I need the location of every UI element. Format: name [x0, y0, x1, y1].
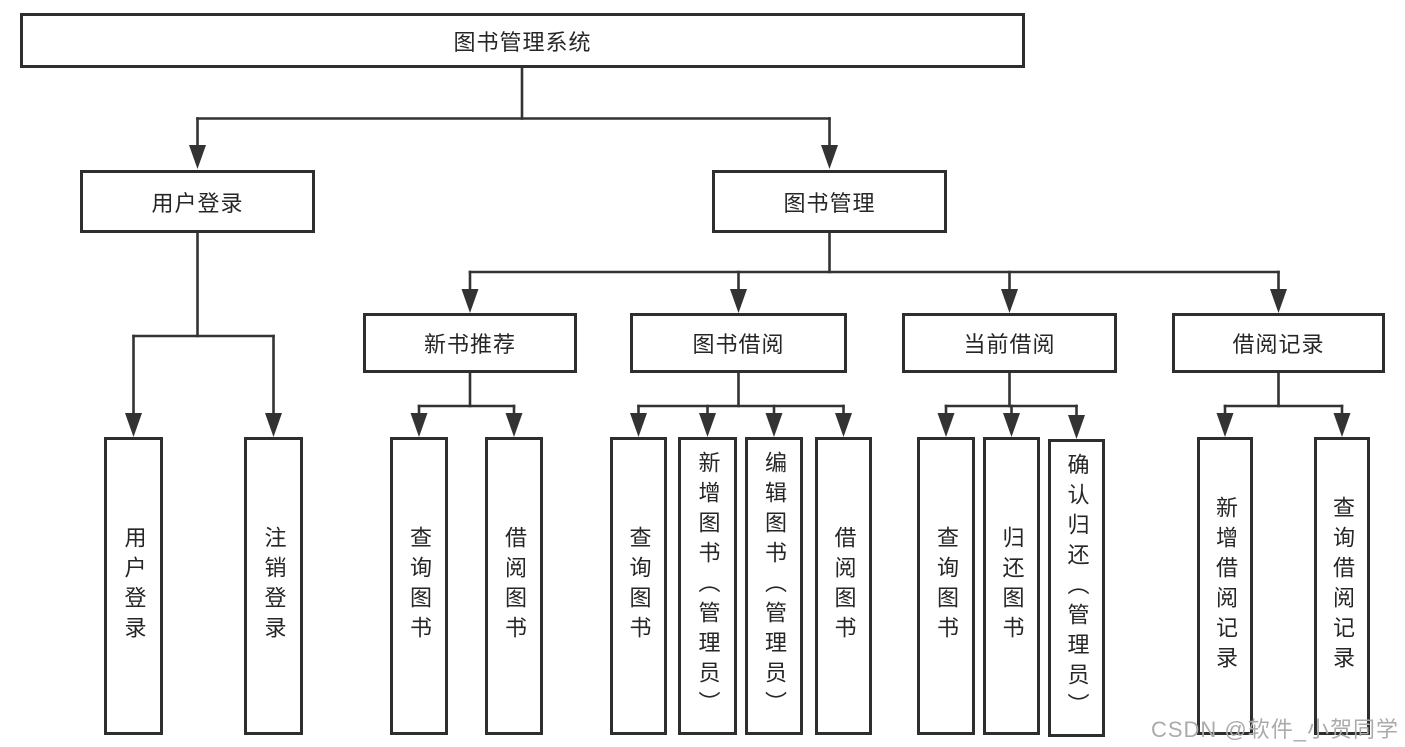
node-user-login: 用户登录: [80, 170, 315, 233]
leaf-label: 注销登录: [261, 526, 287, 646]
leaf-borrow-books-recommend: 借阅图书: [485, 437, 543, 735]
connector-book-borrowing-to-leaves: [630, 371, 852, 437]
leaf-label: 借阅图书: [502, 526, 527, 646]
leaf-label: 新增借阅记录: [1213, 496, 1238, 676]
node-book-management-label: 图书管理: [783, 190, 876, 216]
leaf-edit-books-admin: 编辑图书（管理员）: [745, 437, 803, 735]
leaf-label: 查询图书: [626, 526, 652, 646]
connector-new-book-recommend-to-leaves: [410, 371, 523, 437]
connector-root-to-level2: [189, 66, 838, 169]
leaf-logout: 注销登录: [244, 437, 303, 735]
node-book-borrowing: 图书借阅: [630, 313, 847, 373]
leaf-query-borrow-record: 查询借阅记录: [1314, 437, 1370, 735]
node-root: 图书管理系统: [20, 13, 1025, 68]
connector-borrow-records-to-leaves: [1216, 371, 1351, 437]
node-current-borrowing-label: 当前借阅: [963, 332, 1056, 357]
leaf-label: 借阅图书: [831, 526, 857, 646]
leaf-return-books: 归还图书: [983, 437, 1040, 735]
node-book-management: 图书管理: [712, 170, 947, 233]
leaf-query-books-recommend: 查询图书: [390, 437, 448, 735]
leaf-label: 新增图书（管理员）: [695, 451, 721, 721]
leaf-query-books-borrowing: 查询图书: [610, 437, 667, 735]
leaf-query-books-current: 查询图书: [917, 437, 975, 735]
leaf-label: 查询图书: [934, 526, 959, 646]
leaf-label: 查询图书: [407, 526, 432, 646]
connector-user-login-to-leaves: [125, 231, 282, 437]
leaf-add-books-admin: 新增图书（管理员）: [678, 437, 737, 735]
node-user-login-label: 用户登录: [151, 190, 244, 216]
leaf-label: 归还图书: [999, 526, 1025, 646]
node-root-label: 图书管理系统: [453, 29, 592, 55]
node-book-borrowing-label: 图书借阅: [692, 332, 785, 357]
node-borrow-records-label: 借阅记录: [1232, 332, 1325, 357]
connector-book-management-to-level3: [461, 231, 1287, 313]
node-new-book-recommend-label: 新书推荐: [423, 332, 516, 357]
leaf-add-borrow-record: 新增借阅记录: [1197, 437, 1253, 735]
connector-current-borrowing-to-leaves: [937, 371, 1085, 439]
node-borrow-records: 借阅记录: [1172, 313, 1385, 373]
node-new-book-recommend: 新书推荐: [363, 313, 577, 373]
leaf-label: 编辑图书（管理员）: [762, 451, 787, 721]
leaf-user-login: 用户登录: [104, 437, 163, 735]
leaf-confirm-return-admin: 确认归还（管理员）: [1048, 439, 1105, 737]
leaf-label: 查询借阅记录: [1330, 496, 1355, 676]
leaf-borrow-books-borrowing: 借阅图书: [815, 437, 872, 735]
csdn-watermark: CSDN @软件_小贺同学: [1150, 717, 1399, 742]
leaf-label: 确认归还（管理员）: [1064, 453, 1090, 723]
leaf-label: 用户登录: [121, 526, 147, 646]
node-current-borrowing: 当前借阅: [902, 313, 1117, 373]
